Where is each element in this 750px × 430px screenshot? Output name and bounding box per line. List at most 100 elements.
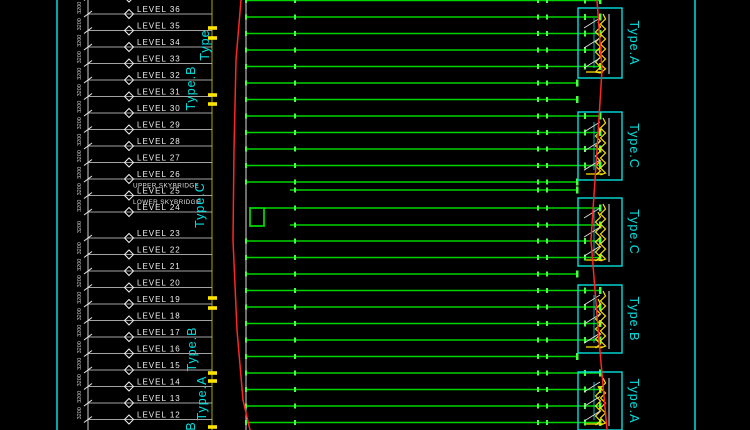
slab-tick [584, 129, 586, 136]
floor-height-dim-text: 3200 [77, 259, 83, 271]
floor-height-dim-text: 3200 [77, 35, 83, 47]
slab-tick [546, 288, 548, 293]
slab-end-tick [599, 287, 602, 294]
slab-end-tick [599, 129, 602, 136]
level-label: LEVEL 13 [137, 394, 181, 403]
slab-tick [294, 255, 296, 260]
floor-height-dim-text: 3200 [77, 167, 83, 179]
zone-tick-yellow [208, 425, 217, 429]
level-marker-diamond [123, 364, 135, 376]
dimension-tick [83, 300, 93, 308]
unit-detail-hatch-yellow [594, 21, 602, 74]
dimension-tick [83, 267, 93, 275]
slab-tick [294, 163, 296, 168]
level-label: LEVEL 17 [137, 328, 181, 337]
unit-detail-diagonal [583, 57, 601, 69]
slab-tick [584, 30, 586, 37]
slab-start-tick [245, 370, 247, 376]
slab-tick [537, 354, 539, 359]
slab-tick [294, 97, 296, 102]
level-sub-label: LOWER SKYBRIDGE [133, 199, 201, 206]
dimension-tick [83, 383, 93, 390]
unit-detail-hatch-yellow [594, 211, 602, 262]
slab-tick [294, 403, 296, 409]
level-marker-diamond [123, 25, 135, 36]
unit-detail-hatch-yellow [599, 377, 607, 426]
slab-tick [546, 163, 548, 168]
slab-tick [546, 271, 548, 277]
slab-tick [546, 387, 548, 392]
level-label: LEVEL 27 [137, 154, 181, 163]
slab-tick [537, 187, 539, 193]
floor-height-dim-text: 3200 [77, 68, 83, 80]
floor-height-dim-text: 3200 [77, 358, 83, 370]
slab-end-tick [599, 419, 602, 426]
facade-red-line [590, 0, 608, 430]
dimension-tick [83, 10, 93, 18]
dimension-tick [83, 350, 93, 357]
slab-end-tick [576, 270, 579, 278]
slab-tick [546, 146, 548, 152]
slab-tick [537, 403, 539, 409]
dimension-tick [83, 192, 93, 199]
floor-height-dim-text: 3200 [77, 150, 83, 162]
dimension-tick [83, 317, 93, 324]
floor-height-dim-text: 3200 [77, 308, 83, 320]
dimension-tick [83, 60, 93, 67]
zone-tick-yellow [208, 93, 217, 97]
unit-detail-diagonal [583, 159, 601, 171]
slab-tick [584, 113, 586, 119]
unit-detail-diagonal [583, 17, 601, 29]
slab-tick [546, 304, 548, 310]
level-marker-diamond [123, 91, 135, 102]
slab-tick [294, 113, 296, 119]
slab-tick [294, 146, 296, 152]
floor-height-dim-text: 3200 [77, 117, 83, 129]
slab-tick [537, 179, 539, 185]
unit-detail-diagonal [583, 37, 601, 49]
skybridge-hook-outline [249, 207, 265, 227]
level-label: LEVEL 15 [137, 361, 181, 370]
slab-tick [546, 420, 548, 425]
zone-tick-yellow [208, 306, 217, 310]
slab-start-tick [245, 31, 247, 36]
slab-end-tick [599, 204, 602, 212]
slab-tick [546, 179, 548, 185]
level-label: LEVEL 14 [137, 378, 181, 387]
slab-tick [537, 271, 539, 277]
slab-start-tick [245, 113, 247, 119]
slab-tick [294, 321, 296, 326]
slab-tick [546, 187, 548, 193]
level-label: LEVEL 16 [137, 345, 181, 354]
zone-tick-yellow [208, 296, 217, 300]
level-label: LEVEL 33 [137, 55, 181, 64]
level-label: LEVEL 25 [137, 187, 181, 196]
slab-tick [584, 238, 586, 244]
level-marker-diamond [123, 124, 135, 135]
level-label: LEVEL 30 [137, 104, 181, 113]
slab-end-tick [576, 79, 579, 87]
floor-height-dim-text: 3200 [77, 391, 83, 403]
dimension-tick [83, 43, 93, 51]
slab-tick [546, 14, 548, 20]
level-marker-diamond [123, 157, 135, 168]
level-label: LEVEL 32 [137, 71, 181, 80]
dimension-tick [83, 333, 93, 341]
level-marker-diamond [123, 232, 135, 244]
slab-start-tick [245, 271, 247, 277]
dimension-tick [83, 175, 93, 183]
level-label: LEVEL 12 [137, 411, 181, 420]
dimension-tick [83, 234, 93, 242]
slab-tick [546, 0, 548, 3]
zone-type-label: Type.B [185, 327, 199, 372]
level-label: LEVEL 34 [137, 38, 181, 47]
slab-tick [546, 403, 548, 409]
slab-end-tick [599, 336, 602, 344]
unit-detail-hatch-yellow [599, 290, 607, 349]
slab-start-tick [245, 146, 247, 152]
slab-tick [294, 187, 296, 193]
zone-type-label: B [184, 421, 198, 430]
dimension-tick [83, 109, 93, 117]
level-label: LEVEL 21 [137, 262, 181, 271]
